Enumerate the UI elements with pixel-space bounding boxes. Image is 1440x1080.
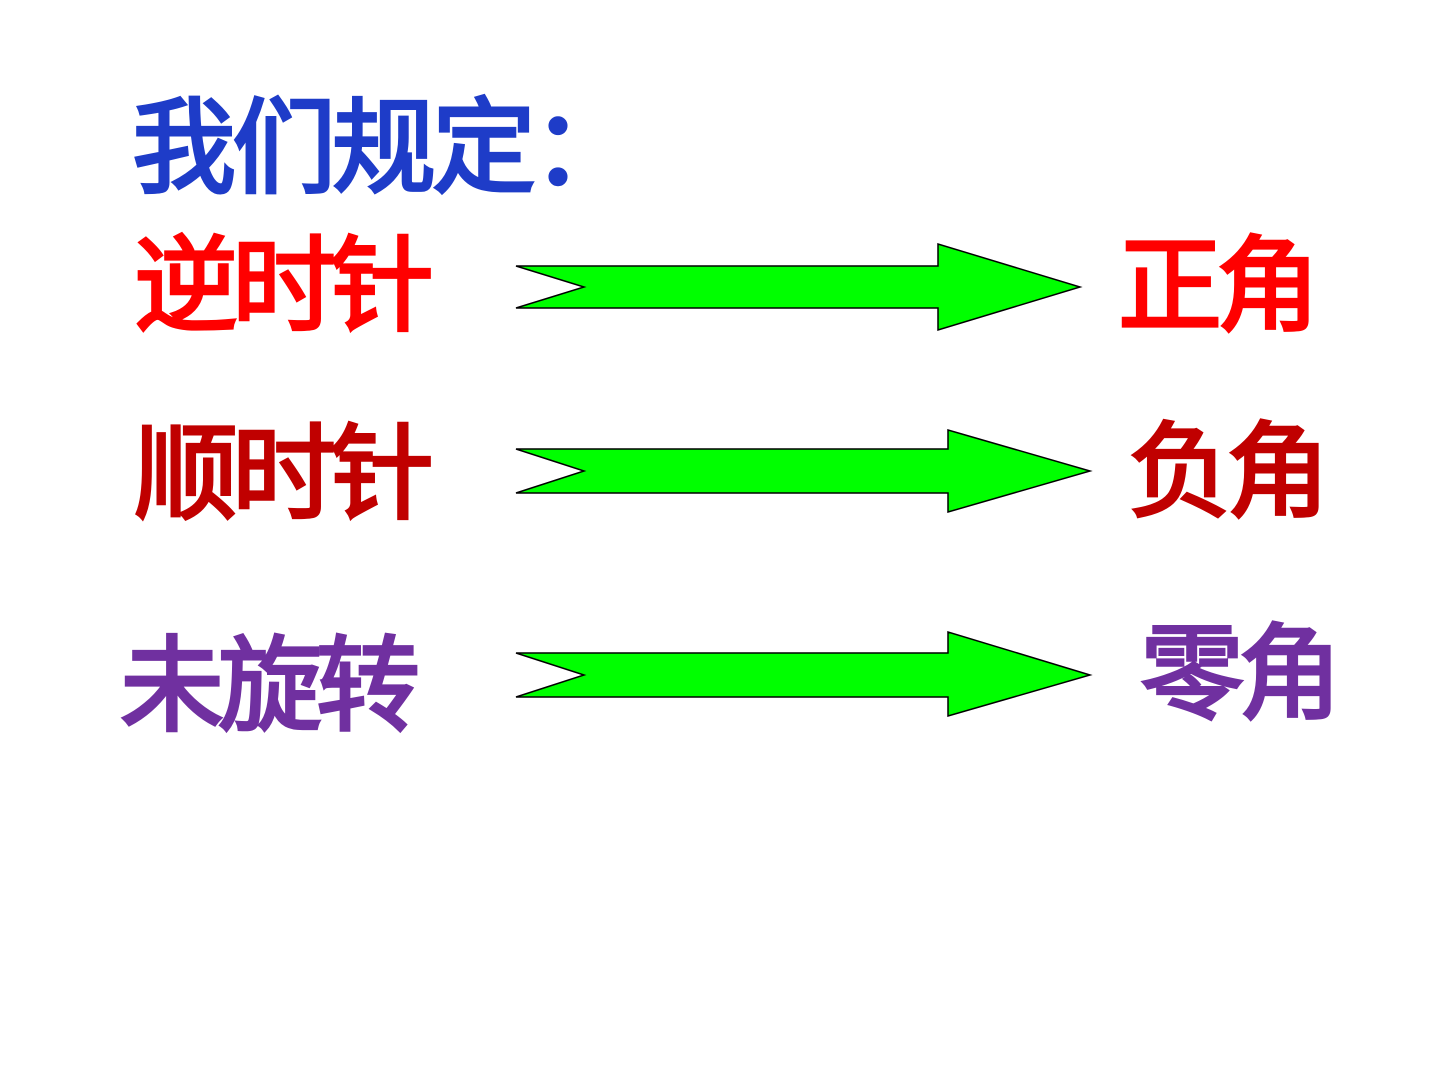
- label-positive-angle: 正角: [1118, 225, 1320, 347]
- label-zero-angle: 零角: [1140, 613, 1342, 735]
- label-negative-angle: 负角: [1128, 411, 1330, 533]
- label-no-rotation: 未旋转: [120, 625, 420, 747]
- right-arrow-icon: [515, 242, 1083, 332]
- label-counterclockwise: 逆时针: [134, 225, 434, 347]
- right-arrow-icon: [515, 630, 1093, 717]
- slide-title: 我们规定：: [132, 87, 636, 209]
- right-arrow-icon: [515, 429, 1093, 513]
- label-clockwise: 顺时针: [134, 413, 434, 535]
